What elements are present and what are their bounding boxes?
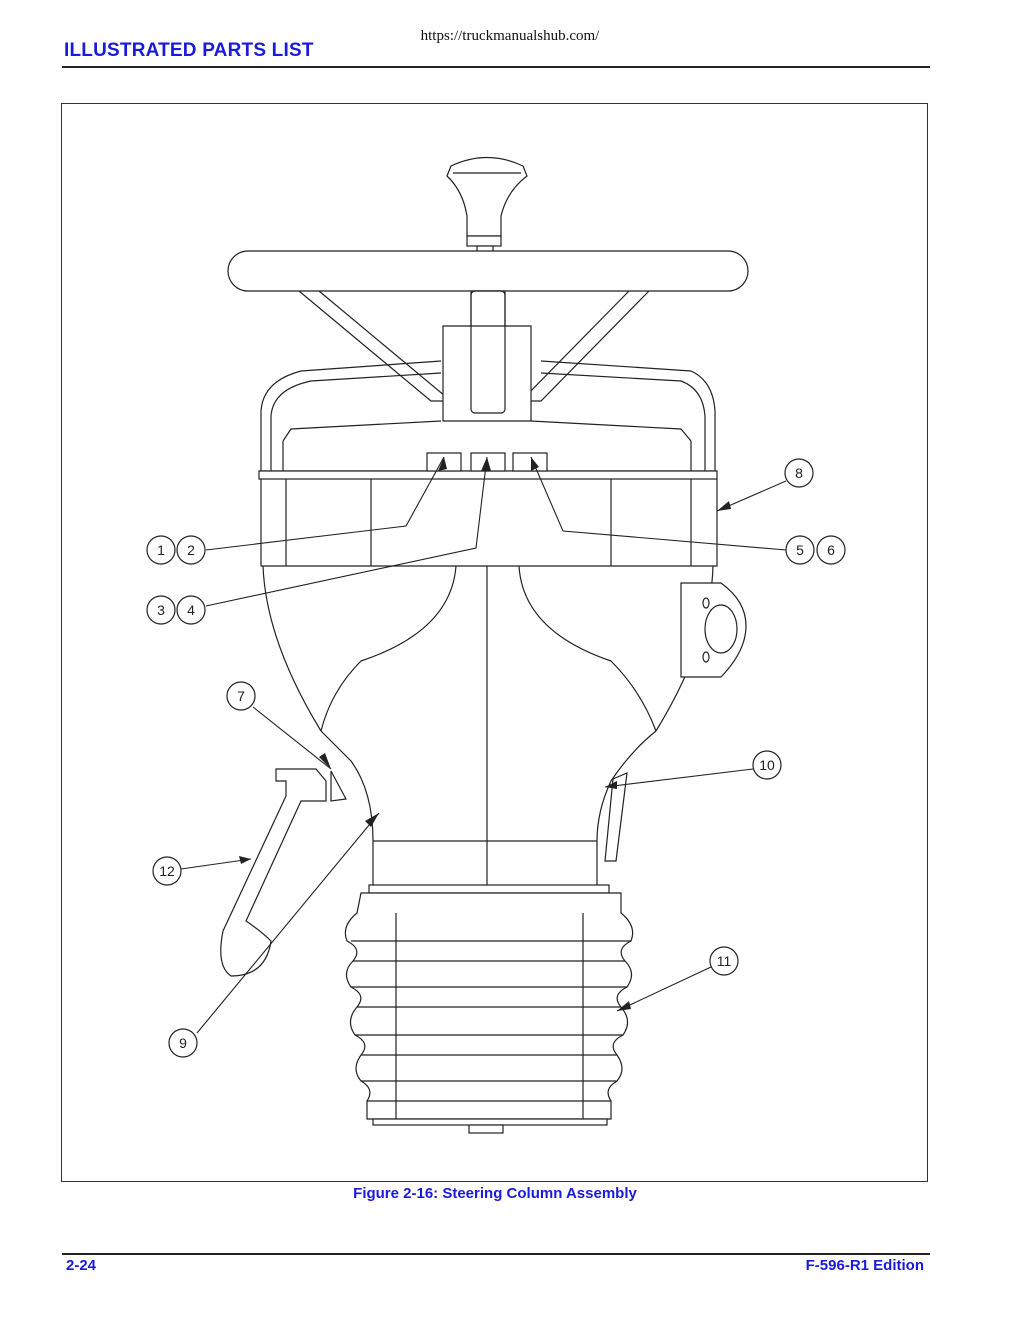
bellows-boot (344, 884, 634, 1134)
callout-9 (168, 1028, 198, 1058)
steering-column-drawing (180, 157, 787, 1134)
tilt-lever (220, 768, 347, 977)
callout-4 (176, 595, 206, 625)
callout-1 (146, 535, 176, 565)
callout-6 (816, 535, 846, 565)
edition-label: F-596-R1 Edition (805, 1257, 924, 1274)
callout-label-5: 5 (796, 542, 804, 558)
page-number: 2-24 (66, 1257, 97, 1274)
steering-knob (446, 157, 528, 253)
callout-7 (226, 681, 256, 711)
callout-label-7: 7 (237, 688, 245, 704)
callout-label-2: 2 (187, 542, 195, 558)
header-rule (62, 66, 930, 68)
callout-label-6: 6 (827, 542, 835, 558)
source-url: https://truckmanualshub.com/ (420, 28, 600, 44)
mounting-bracket (680, 582, 747, 678)
footer-rule (62, 1253, 930, 1255)
callout-label-4: 4 (187, 602, 195, 618)
callout-5 (785, 535, 815, 565)
figure-caption: Figure 2-16: Steering Column Assembly (353, 1185, 637, 1202)
section-title: ILLUSTRATED PARTS LIST (64, 40, 314, 61)
callout-label-1: 1 (157, 542, 165, 558)
callout-8 (784, 458, 814, 488)
callout-label-3: 3 (157, 602, 165, 618)
callout-bubbles: 1 2 3 4 5 6 7 8 9 10 11 12 (146, 458, 846, 1058)
leader-arrowheads (239, 457, 731, 1011)
callout-label-11: 11 (717, 953, 732, 969)
callout-10 (752, 750, 782, 780)
callout-label-9: 9 (179, 1035, 187, 1051)
callout-12 (152, 856, 182, 886)
callout-2 (176, 535, 206, 565)
leader-lines (180, 456, 787, 1034)
figure-frame: 1 2 3 4 5 6 7 8 9 10 11 12 (61, 103, 928, 1182)
switch-bracket (604, 772, 628, 862)
callout-label-10: 10 (759, 757, 775, 773)
callout-11 (709, 946, 739, 976)
callout-label-8: 8 (795, 465, 803, 481)
callout-3 (146, 595, 176, 625)
callout-label-12: 12 (159, 863, 175, 879)
